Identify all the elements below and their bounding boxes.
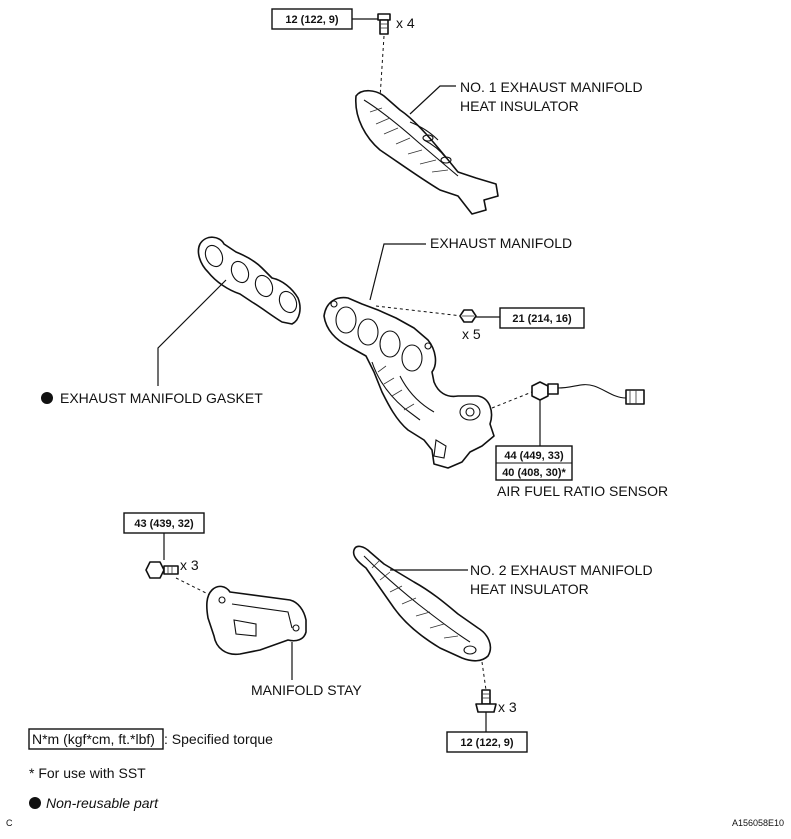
stay-bolt-torque-box: 43 (439, 32) [123,512,205,534]
no1-heat-insulator [355,89,499,215]
no2-insulator-label-line2: HEAT INSULATOR [470,581,589,597]
air-fuel-ratio-sensor [531,381,645,405]
manifold-stay [206,585,307,656]
no1-insulator-label-line1: NO. 1 EXHAUST MANIFOLD [460,79,643,95]
stay-bolt-qty: x 3 [180,557,199,573]
exhaust-manifold [323,296,495,469]
gasket-non-reusable-icon [41,392,53,404]
svg-text:N*m (kgf*cm, ft.*lbf): N*m (kgf*cm, ft.*lbf) [32,731,155,747]
legend-sst-note: * For use with SST [29,765,146,781]
no2-insulator-label-line1: NO. 2 EXHAUST MANIFOLD [470,562,653,578]
svg-text:12 (122, 9): 12 (122, 9) [285,14,339,26]
sensor-torque-box: 44 (449, 33) 40 (408, 30)* [495,445,573,481]
insulator-1-bolt-torque-box: 12 (122, 9) [271,8,353,30]
svg-text:44 (449, 33): 44 (449, 33) [504,450,564,462]
svg-text:12 (122, 9): 12 (122, 9) [460,737,514,749]
air-fuel-sensor-label: AIR FUEL RATIO SENSOR [497,483,668,499]
legend-torque-key: N*m (kgf*cm, ft.*lbf) [28,728,164,750]
manifold-nut-torque-box: 21 (214, 16) [499,307,585,329]
manifold-nut-qty: x 5 [462,326,481,342]
svg-text:21 (214, 16): 21 (214, 16) [512,313,572,325]
insulator-2-bolt-qty: x 3 [498,699,517,715]
exhaust-manifold-label: EXHAUST MANIFOLD [430,235,572,251]
non-reusable-icon [29,797,41,809]
no1-insulator-label-line2: HEAT INSULATOR [460,98,579,114]
manifold-stay-label: MANIFOLD STAY [251,682,362,698]
legend-non-reusable: Non-reusable part [46,795,159,811]
legend-torque-desc: : Specified torque [164,731,273,747]
figure-id: A156058E10 [732,818,784,828]
insulator-1-bolt [377,13,391,35]
insulator-1-bolt-qty: x 4 [396,15,415,31]
gasket-label: EXHAUST MANIFOLD GASKET [60,390,263,406]
manifold-nut [459,309,477,323]
svg-text:43 (439, 32): 43 (439, 32) [134,518,194,530]
corner-letter: C [6,818,13,828]
exhaust-manifold-gasket [197,236,301,325]
no2-heat-insulator [352,545,492,662]
insulator-2-bolt-torque-box: 12 (122, 9) [446,731,528,753]
stay-bolt [145,561,179,579]
insulator-2-bolt [475,689,497,713]
svg-text:40 (408, 30)*: 40 (408, 30)* [502,467,566,479]
